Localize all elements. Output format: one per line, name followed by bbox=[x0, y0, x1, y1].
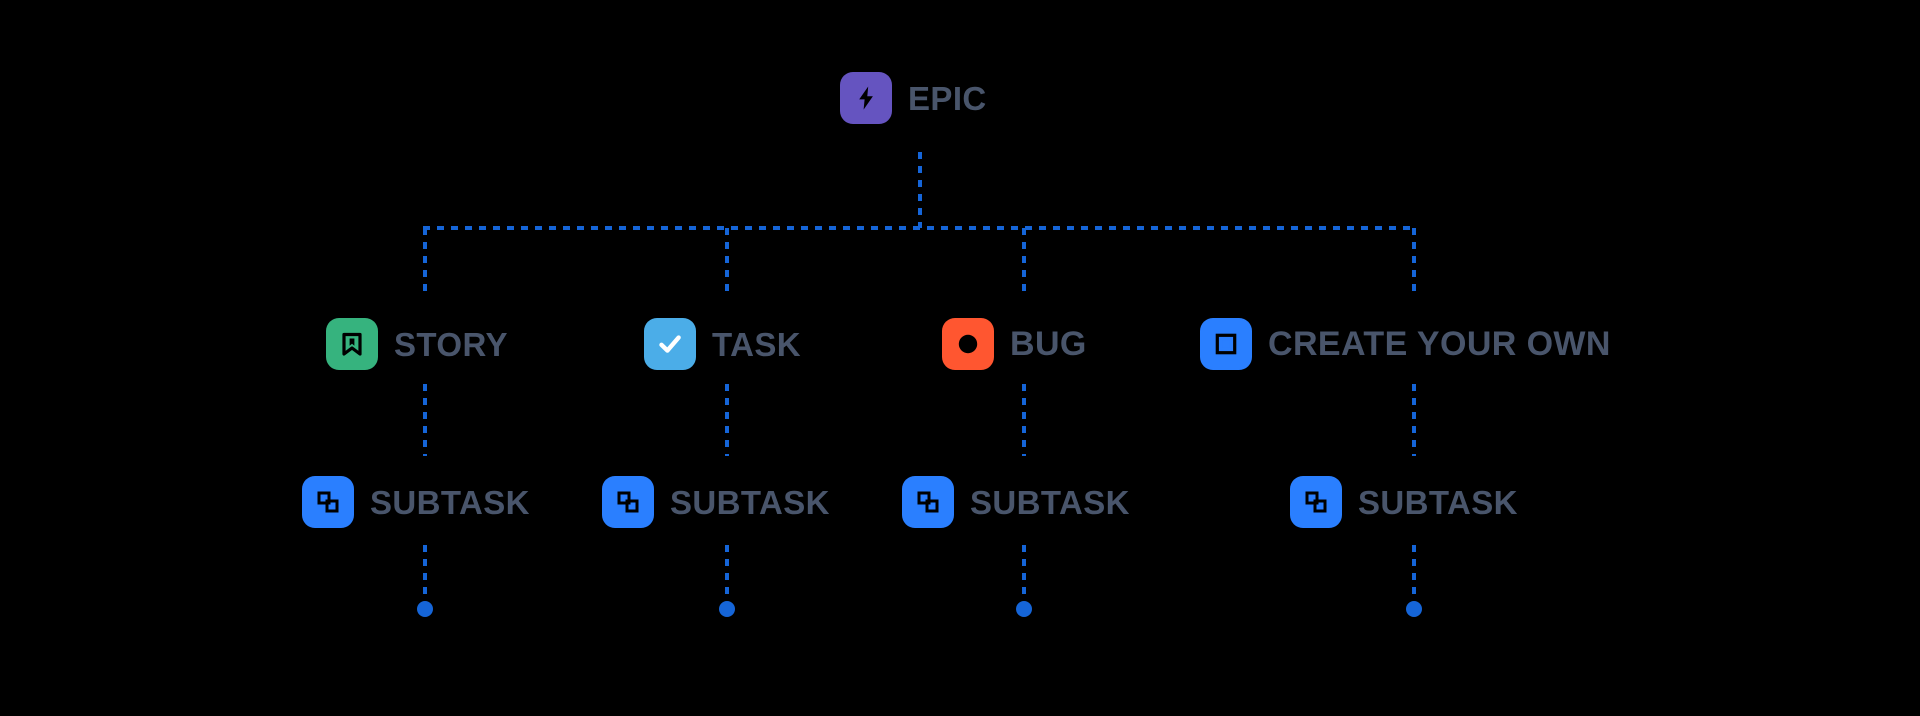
circle-icon bbox=[942, 318, 994, 370]
connector-task-to-subtask bbox=[725, 384, 729, 456]
subtask-icon bbox=[602, 476, 654, 528]
connector-end-dot-1 bbox=[417, 601, 433, 617]
subtask-icon bbox=[902, 476, 954, 528]
node-story[interactable]: STORY bbox=[326, 318, 508, 370]
bookmark-icon bbox=[326, 318, 378, 370]
node-subtask-label: SUBTASK bbox=[1358, 483, 1518, 521]
node-task[interactable]: TASK bbox=[644, 318, 801, 370]
connector-story-to-subtask bbox=[423, 384, 427, 456]
connector-create-your-own-to-subtask bbox=[1412, 384, 1416, 456]
node-bug[interactable]: BUG bbox=[942, 318, 1087, 370]
connector-drop-story bbox=[423, 228, 427, 294]
connector-bug-to-subtask bbox=[1022, 384, 1026, 456]
connector-horizontal-bus bbox=[423, 226, 1415, 230]
node-subtask-label: SUBTASK bbox=[970, 483, 1130, 521]
node-subtask-label: SUBTASK bbox=[370, 483, 530, 521]
node-create-your-own[interactable]: CREATE YOUR OWN bbox=[1200, 318, 1611, 370]
subtask-icon bbox=[1290, 476, 1342, 528]
connector-end-dot-3 bbox=[1016, 601, 1032, 617]
check-icon bbox=[644, 318, 696, 370]
subtask-icon bbox=[302, 476, 354, 528]
node-subtask-3[interactable]: SUBTASK bbox=[902, 476, 1130, 528]
square-outline-icon bbox=[1200, 318, 1252, 370]
connector-subtask-tail-3 bbox=[1022, 545, 1026, 601]
connector-drop-task bbox=[725, 228, 729, 294]
node-bug-label: BUG bbox=[1010, 325, 1087, 363]
node-subtask-4[interactable]: SUBTASK bbox=[1290, 476, 1518, 528]
node-task-label: TASK bbox=[712, 325, 801, 363]
node-epic[interactable]: EPIC bbox=[840, 72, 987, 124]
node-subtask-label: SUBTASK bbox=[670, 483, 830, 521]
node-create-your-own-label: CREATE YOUR OWN bbox=[1268, 325, 1611, 363]
connector-end-dot-2 bbox=[719, 601, 735, 617]
connector-subtask-tail-1 bbox=[423, 545, 427, 601]
node-story-label: STORY bbox=[394, 325, 508, 363]
connector-subtask-tail-4 bbox=[1412, 545, 1416, 601]
connector-end-dot-4 bbox=[1406, 601, 1422, 617]
node-subtask-2[interactable]: SUBTASK bbox=[602, 476, 830, 528]
connector-epic-stem bbox=[918, 152, 922, 228]
connector-subtask-tail-2 bbox=[725, 545, 729, 601]
lightning-bolt-icon bbox=[840, 72, 892, 124]
connector-drop-create-your-own bbox=[1412, 228, 1416, 294]
connector-drop-bug bbox=[1022, 228, 1026, 294]
node-subtask-1[interactable]: SUBTASK bbox=[302, 476, 530, 528]
node-epic-label: EPIC bbox=[908, 79, 987, 117]
